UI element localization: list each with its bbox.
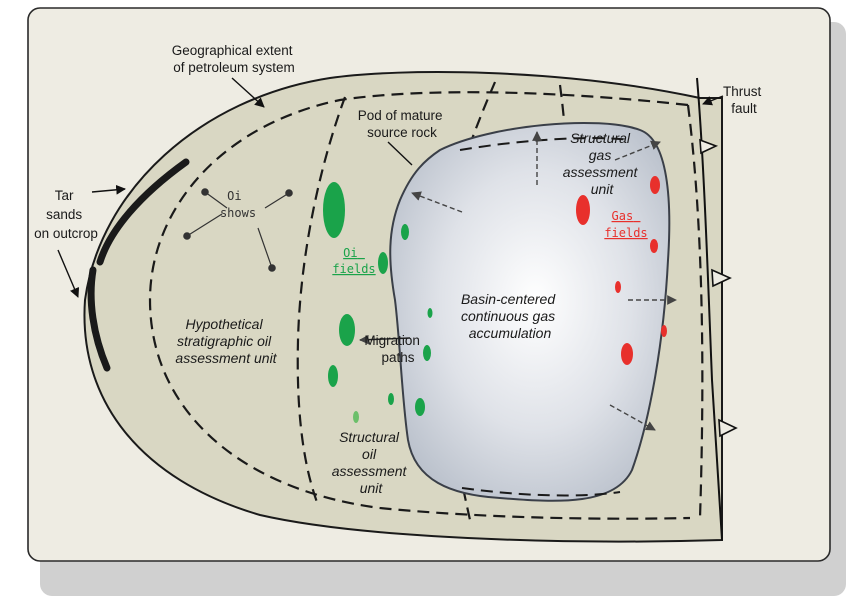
- label-oil-fields: Oi fields: [332, 246, 375, 276]
- gas-field-icon: [621, 343, 633, 365]
- oil-field-icon: [423, 345, 431, 361]
- oil-field-icon: [328, 365, 338, 387]
- label-geographical-extent: Geographical extent of petroleum system: [172, 43, 297, 75]
- migration-arrow-icon: [359, 334, 411, 345]
- label-structural-oil-assessment-unit: Structural oil assessment unit: [332, 429, 411, 496]
- pointer-arrow-tar-sands: [57, 249, 80, 298]
- pointer-arrow-geographical-extent: [231, 77, 265, 108]
- oil-field-icon: [388, 393, 394, 405]
- basin-centered-gas-accumulation: [389, 121, 671, 502]
- thrust-tooth-icon: [718, 418, 738, 438]
- oil-field-icon: [427, 308, 433, 318]
- thrust-tooth-icon: [711, 268, 732, 288]
- pointer-arrow-tar-sands: [91, 184, 126, 195]
- gas-field-icon: [576, 195, 590, 225]
- au-divider-left: [296, 96, 347, 506]
- label-basin-centered-accumulation: Basin-centered continuous gas accumulati…: [461, 291, 559, 341]
- inner-dashed-boundary: [148, 91, 691, 520]
- tar-sands-band: [87, 266, 111, 372]
- label-tar-sands: Tar sands on outcrop: [34, 188, 98, 241]
- label-migration-paths: Migration paths: [364, 333, 423, 365]
- oil-field-icon: [378, 252, 388, 274]
- pointer-line-pod: [387, 141, 413, 166]
- gas-accumulation-dashed-outline: [461, 487, 621, 497]
- migration-arrow-icon: [411, 131, 677, 431]
- tar-sands-band: [96, 158, 190, 266]
- label-structural-gas-assessment-unit: Structural gas assessment unit: [563, 130, 642, 197]
- label-pod-of-mature-source-rock: Pod of mature source rock: [358, 108, 447, 140]
- label-thrust-fault: Thrust fault: [723, 84, 765, 116]
- oil-field-icon: [339, 314, 355, 346]
- oil-field-icon: [323, 182, 345, 238]
- gas-field-icon: [650, 176, 660, 194]
- oil-field-icon: [401, 224, 409, 240]
- gas-accumulation-dashed-outline: [459, 137, 631, 151]
- label-hypothetical-stratigraphic-oil-au: Hypothetical stratigraphic oil assessmen…: [175, 316, 277, 366]
- gas-field-icon: [615, 281, 621, 293]
- oil-field-icon: [415, 398, 425, 416]
- thrust-tooth-icon: [699, 138, 719, 155]
- label-gas-fields: Gas fields: [604, 209, 647, 240]
- gas-field-icon: [650, 239, 658, 253]
- oil-show-icon: [183, 188, 293, 272]
- gas-field-icon: [661, 325, 667, 337]
- oil-field-icon: [353, 411, 359, 423]
- pointer-arrow-thrust-fault: [702, 95, 724, 106]
- label-oil-shows: Oi shows: [220, 189, 256, 220]
- inner-dashed-right: [686, 104, 704, 519]
